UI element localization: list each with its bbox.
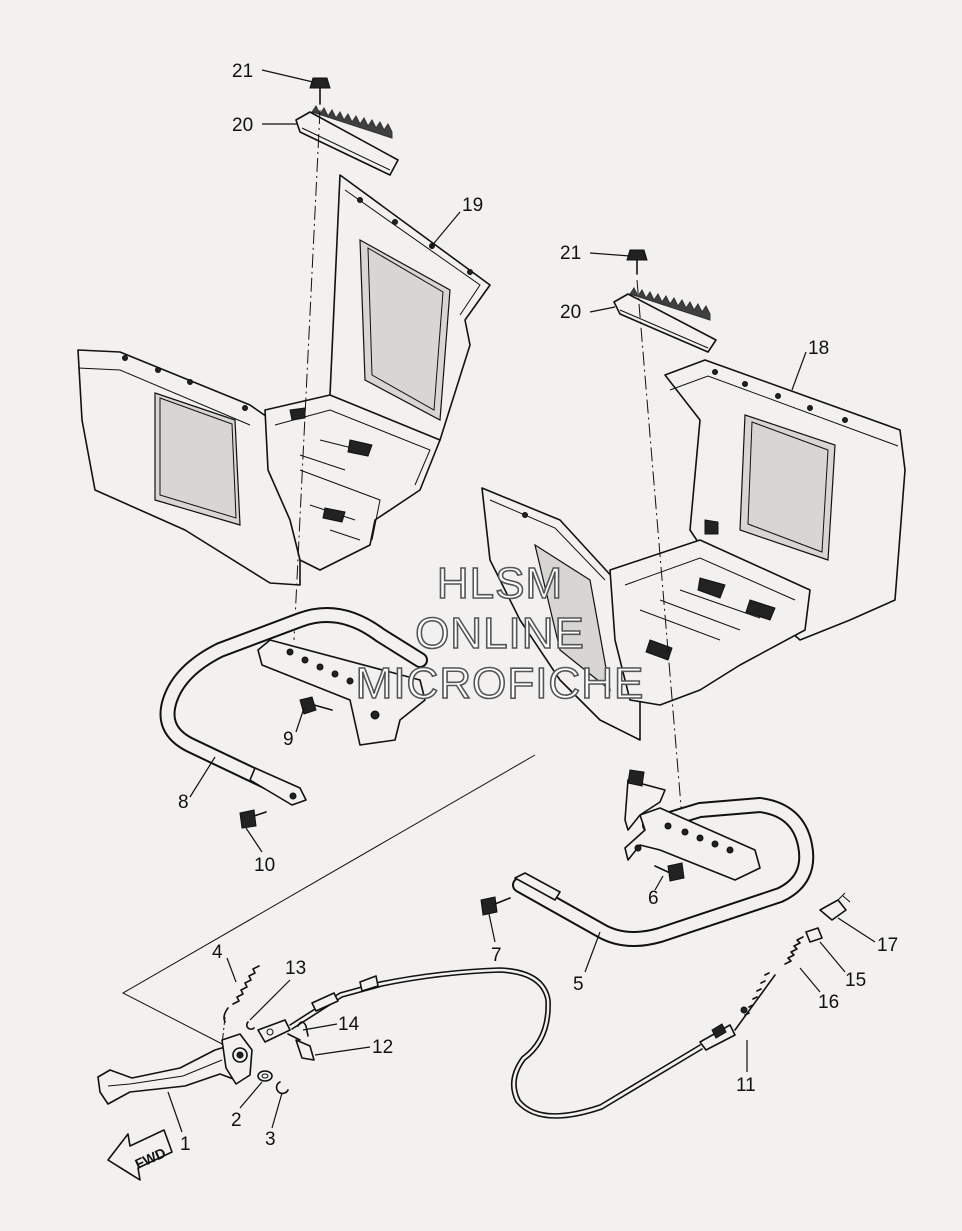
bolt-10 <box>239 809 267 829</box>
callout-20-left: 20 <box>232 115 253 136</box>
callout-20-right: 20 <box>560 302 581 323</box>
right-footrest-fender <box>481 359 906 741</box>
spring-16 <box>784 936 804 965</box>
callout-1: 1 <box>180 1134 191 1155</box>
callout-14: 14 <box>338 1014 360 1035</box>
fwd-arrow: FWD <box>107 1129 173 1181</box>
callout-21-right: 21 <box>560 243 581 264</box>
callout-6: 6 <box>648 888 659 909</box>
bolt-7 <box>480 896 511 916</box>
leader-lines <box>167 69 876 1133</box>
bolt-9 <box>299 696 333 715</box>
callout-19: 19 <box>462 195 483 216</box>
watermark-line3: MICROFICHE <box>356 659 645 708</box>
bolt-21-right <box>626 249 648 275</box>
joint-17 <box>819 892 851 921</box>
collar-15 <box>805 927 823 943</box>
callout-numbers: 21 20 19 21 20 18 9 8 10 6 7 5 17 15 16 … <box>178 61 898 1155</box>
callout-5: 5 <box>573 974 584 995</box>
bolt-21-left <box>309 77 331 105</box>
callout-4: 4 <box>212 942 223 963</box>
callout-16: 16 <box>818 992 839 1013</box>
bolt-6 <box>654 862 685 882</box>
brake-pedal <box>97 1033 253 1105</box>
callout-13: 13 <box>285 958 306 979</box>
callout-11: 11 <box>736 1075 756 1096</box>
spring-4 <box>223 965 260 1023</box>
step-plate-right <box>613 287 717 353</box>
callout-9: 9 <box>283 729 294 750</box>
callout-21-left: 21 <box>232 61 253 82</box>
callout-8: 8 <box>178 792 189 813</box>
callout-12: 12 <box>372 1037 393 1058</box>
callout-17: 17 <box>877 935 898 956</box>
callout-3: 3 <box>265 1129 276 1150</box>
right-footrest-bar <box>512 769 815 947</box>
callout-10: 10 <box>254 855 275 876</box>
step-plate-left <box>295 105 399 176</box>
callout-15: 15 <box>845 970 866 991</box>
callout-7: 7 <box>491 945 502 966</box>
watermark: HLSM ONLINE MICROFICHE <box>355 558 645 709</box>
left-footrest-bar <box>159 607 428 806</box>
left-footrest-fender <box>77 174 491 586</box>
pin-12 <box>287 1033 315 1061</box>
watermark-line1: HLSM <box>437 559 563 608</box>
washer-2 <box>257 1070 273 1082</box>
brake-rod-clevis <box>245 1019 291 1043</box>
brake-cable <box>289 967 776 1119</box>
circlip-3 <box>275 1081 289 1095</box>
callout-2: 2 <box>231 1110 242 1131</box>
watermark-line2: ONLINE <box>415 609 585 658</box>
callout-18: 18 <box>808 338 829 359</box>
